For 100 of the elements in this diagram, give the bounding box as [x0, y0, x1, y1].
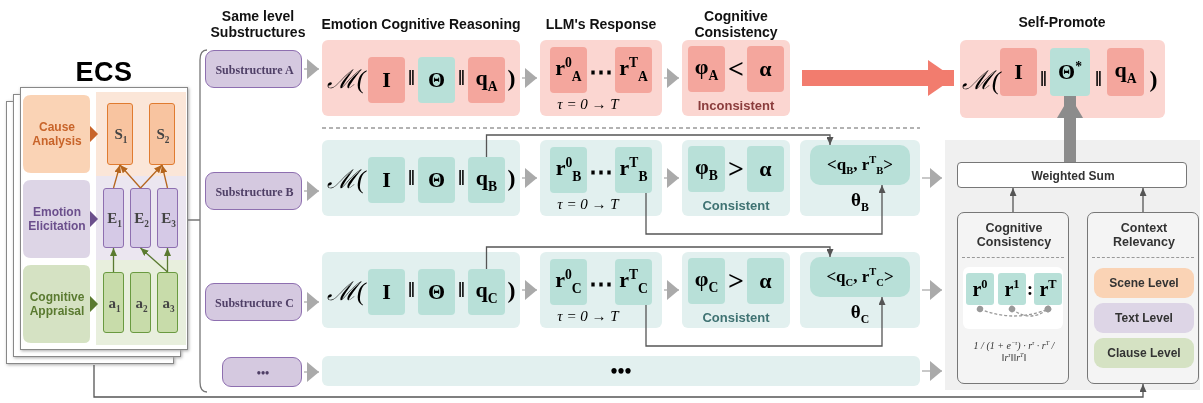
element-symbol: S$_{1}$	[114, 125, 128, 145]
consistency-panel	[682, 252, 790, 328]
stage-label	[23, 95, 99, 173]
column-heading: LLM's Response	[545, 16, 657, 32]
term-box	[688, 146, 725, 192]
term-symbol: r$^{0}$	[972, 277, 988, 301]
pair-panel	[800, 252, 920, 328]
operator-symbol: )	[507, 164, 516, 192]
chevron-arrow	[663, 68, 680, 88]
response-panel	[540, 140, 662, 216]
stage-label	[23, 180, 99, 258]
arrow	[485, 246, 834, 270]
element-box	[130, 188, 151, 248]
substructure-name: Substructure A	[215, 62, 294, 78]
term-box	[747, 146, 784, 192]
chevron-arrow	[303, 362, 320, 382]
card-title: Cognitive Consistency	[975, 221, 1053, 249]
operator-symbol: ‖	[408, 66, 415, 90]
operator-symbol: ‖	[408, 166, 415, 190]
time-range: τ = 0 → T	[557, 195, 619, 213]
element-box	[103, 272, 124, 333]
chevron-arrow	[521, 168, 538, 188]
substructure-pill	[205, 50, 302, 88]
term-box	[1107, 48, 1144, 96]
response-box	[998, 273, 1026, 305]
sum-label: Weighted Sum	[1031, 169, 1115, 183]
term-box	[615, 147, 652, 193]
operator-symbol: )	[507, 64, 516, 92]
level-label: Text Level	[1115, 311, 1173, 325]
card-title: Context Relevancy	[1112, 221, 1176, 249]
term-box	[615, 259, 652, 305]
term-box	[368, 57, 405, 103]
element-symbol: a$_{3}$	[162, 294, 175, 313]
term-box	[418, 269, 455, 315]
term-symbol: Θ	[427, 279, 446, 305]
chevron-arrow	[663, 168, 680, 188]
term-box	[418, 57, 455, 103]
term-box	[1050, 48, 1090, 96]
term-symbol: I	[382, 167, 391, 193]
term-symbol: Θ	[427, 67, 446, 93]
element-box	[130, 272, 151, 333]
substructure-name: •••	[256, 365, 270, 381]
arrow	[139, 164, 163, 189]
function-symbol: ℳ(	[961, 65, 1001, 97]
level-box	[1094, 268, 1194, 298]
time-range: τ = 0 → T	[557, 307, 619, 325]
status-label: Consistent	[702, 197, 770, 213]
pair-box	[810, 145, 910, 185]
substructure-pill	[205, 172, 302, 210]
consistency-panel	[682, 40, 790, 116]
chevron-arrow	[921, 280, 943, 300]
term-box	[368, 269, 405, 315]
side-panel	[945, 140, 1200, 390]
response-box	[966, 273, 994, 305]
element-box	[157, 188, 178, 248]
term-symbol: I	[382, 279, 391, 305]
arrow	[112, 164, 122, 189]
pair-formula: <q$_{B}$, r$^{T}$$_{B}$>	[827, 154, 893, 176]
operator-symbol: ‖	[458, 66, 465, 90]
arrow	[802, 60, 954, 96]
chevron-arrow	[521, 280, 538, 300]
score-card	[1087, 212, 1199, 384]
term-box	[747, 46, 784, 92]
arrow	[164, 247, 171, 273]
arrow	[119, 164, 142, 189]
term-symbol: Θ	[427, 167, 446, 193]
sum-box	[957, 162, 1187, 188]
arrow	[485, 134, 834, 158]
term-symbol: α	[759, 156, 772, 182]
operator-symbol: ‖	[458, 166, 465, 190]
term-symbol: q$_{A}$	[475, 65, 498, 95]
substructure-pill	[222, 357, 302, 387]
term-symbol: q$_{A}$	[1114, 57, 1137, 87]
term-symbol: I	[1014, 59, 1023, 85]
ellipsis: •••	[610, 359, 632, 383]
ellipsis-bar	[322, 356, 920, 386]
element-symbol: E$_{1}$	[107, 209, 122, 229]
term-symbol: q$_{C}$	[475, 277, 498, 307]
arrow	[110, 247, 117, 273]
arrow	[139, 247, 169, 273]
arrow	[645, 184, 886, 235]
element-box	[157, 272, 178, 333]
function-symbol: ℳ(	[326, 64, 366, 96]
comparison-symbol: >	[728, 153, 744, 185]
arrow	[1057, 96, 1083, 162]
operator-symbol: ‖	[458, 278, 465, 302]
arrow	[93, 364, 1147, 398]
parameter-symbol: θ$_{B}$	[851, 189, 869, 215]
consistency-panel	[682, 140, 790, 216]
pair-formula: <q$_{C}$, r$^{T}$$_{C}$>	[826, 266, 894, 288]
level-label: Scene Level	[1109, 276, 1179, 290]
term-box	[688, 46, 725, 92]
substructure-pill	[205, 283, 302, 321]
term-box	[468, 157, 505, 203]
term-symbol: φ$_{A}$	[694, 54, 719, 84]
column-heading: Emotion Cognitive Reasoning	[321, 16, 521, 32]
term-box	[550, 147, 587, 193]
term-symbol: q$_{B}$	[475, 165, 498, 195]
ellipsis: :	[1027, 278, 1033, 300]
term-symbol: I	[382, 67, 391, 93]
